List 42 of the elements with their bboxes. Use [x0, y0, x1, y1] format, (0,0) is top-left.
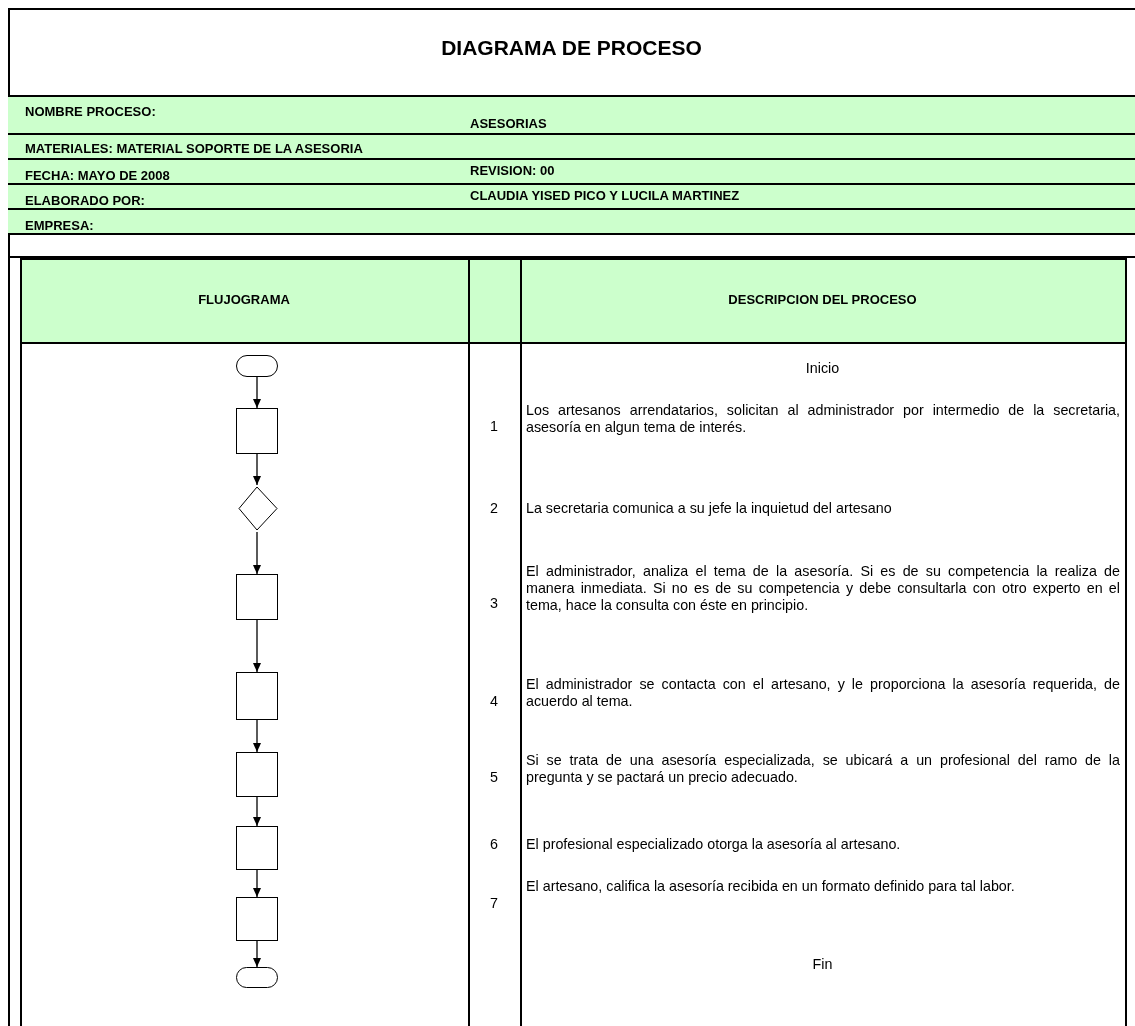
field-value: CLAUDIA YISED PICO Y LUCILA MARTINEZ	[470, 188, 740, 203]
arrow	[253, 376, 261, 409]
arrow	[253, 796, 261, 827]
step-number: 5	[490, 769, 498, 785]
diagram-title: DIAGRAMA DE PROCESO	[440, 36, 703, 60]
arrow	[253, 869, 261, 898]
step-description: Si se trata de una asesoría especializada, se ubicará a un profesional del ramo de la pregunta y se pactará un precio adecuado.	[526, 752, 1120, 786]
process-box	[236, 672, 278, 720]
decision-diamond	[236, 485, 278, 532]
step-number: 6	[490, 836, 498, 852]
column-header: FLUJOGRAMA	[198, 292, 290, 307]
process-box	[236, 752, 278, 797]
step-number: 2	[490, 500, 498, 516]
step-description: El administrador, analiza el tema de la asesoría. Si es de su competencia la realiza de manera inmediata. Si no es de su competencia y debe consultarla con otro experto en el tema, hace la consulta con éste en principio.	[526, 563, 1120, 614]
column-header: DESCRIPCION DEL PROCESO	[728, 292, 917, 307]
field-value: REVISION: 00	[470, 163, 555, 178]
field-label: ELABORADO POR:	[25, 193, 145, 208]
process-box	[236, 574, 278, 620]
arrow	[253, 719, 261, 753]
field-label: MATERIALES: MATERIAL SOPORTE DE LA ASESORIA	[25, 141, 363, 156]
arrow	[253, 531, 261, 575]
process-box	[236, 408, 278, 454]
arrow	[253, 453, 261, 486]
arrow	[253, 619, 261, 673]
process-box	[236, 897, 278, 941]
step-number: 7	[490, 895, 498, 911]
step-description: El artesano, califica la asesoría recibida en un formato definido para tal labor.	[526, 878, 1016, 895]
step-description: Los artesanos arrendatarios, solicitan al administrador por intermedio de la secretaria, asesoría en algun tema de interés.	[526, 402, 1120, 436]
field-label: EMPRESA:	[25, 218, 94, 233]
step-number: 4	[490, 693, 498, 709]
step-description: El administrador se contacta con el artesano, y le proporciona la asesoría requerida, de acuerdo al tema.	[526, 676, 1120, 710]
step-description: El profesional especializado otorga la asesoría al artesano.	[526, 836, 902, 853]
process-box	[236, 826, 278, 870]
step-number: 3	[490, 595, 498, 611]
field-label: NOMBRE PROCESO:	[25, 104, 156, 119]
step-description: La secretaria comunica a su jefe la inquietud del artesano	[526, 500, 893, 517]
step-text: Inicio	[805, 360, 840, 376]
step-text: Fin	[812, 956, 833, 972]
step-number: 1	[490, 418, 498, 434]
arrow	[253, 940, 261, 968]
field-label: FECHA: MAYO DE 2008	[25, 168, 170, 183]
field-value: ASESORIAS	[470, 116, 547, 131]
